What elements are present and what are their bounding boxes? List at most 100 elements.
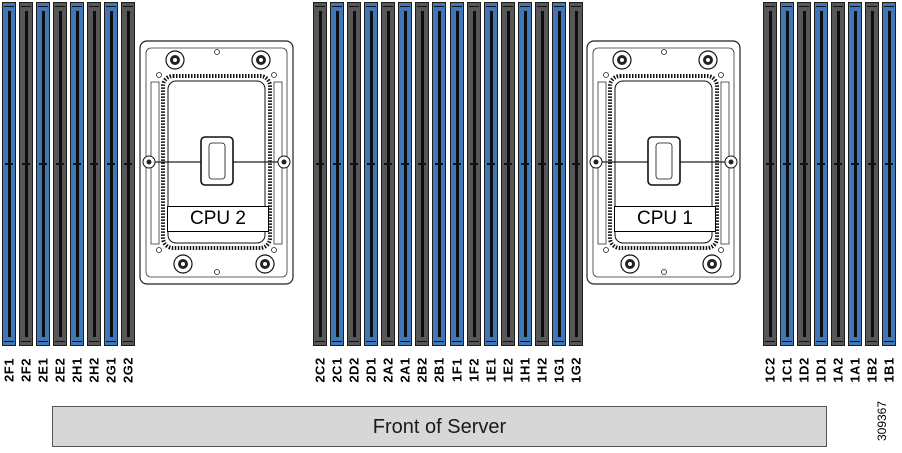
dimm-label-text: 1D1 [813, 357, 829, 383]
dimm-slot-2f2 [19, 2, 33, 346]
dimm-label-1a2: 1A2 [830, 352, 846, 388]
dimm-label-2d2: 2D2 [346, 352, 362, 388]
dimm-slot-2e1 [36, 2, 50, 346]
dimm-label-1g1: 1G1 [551, 352, 567, 388]
dimm-slot-2e2 [53, 2, 67, 346]
dimm-label-text: 1A2 [830, 357, 846, 383]
dimm-slot-2g2 [121, 2, 135, 346]
dimm-slot-1h2 [535, 2, 549, 346]
dimm-slot-1c1 [780, 2, 794, 346]
dimm-label-1e2: 1E2 [500, 352, 516, 388]
dimm-slot-1a1 [848, 2, 862, 346]
figure-number-text: 309367 [875, 400, 889, 442]
dimm-label-text: 1C1 [779, 357, 795, 383]
dimm-label-2b1: 2B1 [432, 352, 447, 388]
dimm-label-text: 2F2 [18, 358, 34, 382]
dimm-label-1a1: 1A1 [847, 352, 863, 388]
dimm-slot-2a1 [398, 2, 412, 346]
dimm-label-text: 1B2 [864, 357, 880, 383]
dimm-label-text: 1D2 [796, 357, 812, 383]
dimm-label-text: 2H1 [69, 357, 85, 383]
dimm-slot-2d2 [347, 2, 361, 346]
cpu-1-label: CPU 1 [614, 206, 716, 232]
cpu-socket-icon [586, 40, 741, 285]
dimm-slot-1d1 [814, 2, 828, 346]
dimm-label-2c2: 2C2 [312, 352, 328, 388]
dimm-label-text: 2D1 [363, 357, 379, 383]
dimm-slot-1c2 [763, 2, 777, 346]
dimm-label-2a1: 2A1 [397, 352, 413, 388]
dimm-label-1h2: 1H2 [534, 352, 550, 388]
cpu-2-label: CPU 2 [167, 206, 269, 232]
dimm-label-text: 2D2 [346, 357, 362, 383]
dimm-slot-1f2 [467, 2, 481, 346]
cpu-socket-icon [139, 40, 294, 285]
dimm-label-2c1: 2C1 [329, 352, 345, 388]
dimm-slot-2b2 [415, 2, 429, 346]
dimm-label-text: 1G2 [568, 356, 584, 384]
dimm-slot-2d1 [364, 2, 378, 346]
dimm-slot-2f1 [2, 2, 16, 346]
dimm-slot-1e1 [484, 2, 498, 346]
dimm-label-text: 2C1 [329, 357, 345, 383]
dimm-label-1f1: 1F1 [449, 352, 465, 388]
dimm-label-text: 2B2 [414, 357, 430, 383]
dimm-label-2f2: 2F2 [18, 352, 34, 388]
dimm-slot-2a2 [381, 2, 395, 346]
dimm-slot-2b1 [432, 2, 446, 346]
dimm-label-2h2: 2H2 [86, 352, 102, 388]
dimm-slot-1h1 [518, 2, 532, 346]
dimm-label-1c1: 1C1 [779, 352, 795, 388]
figure-number: 309367 [872, 392, 892, 450]
dimm-label-text: 1G1 [551, 356, 567, 384]
dimm-label-text: 2H2 [86, 357, 102, 383]
dimm-label-2e2: 2E2 [52, 352, 68, 388]
dimm-slot-2h2 [87, 2, 101, 346]
dimm-label-1f2: 1F2 [466, 352, 482, 388]
dimm-label-text: 2G1 [103, 356, 119, 384]
dimm-label-text: 1E2 [500, 357, 516, 383]
dimm-label-text: 1H1 [517, 357, 533, 383]
dimm-slot-2h1 [70, 2, 84, 346]
dimm-label-text: 2E2 [52, 357, 68, 383]
cpu-2-socket: CPU 2 [139, 40, 294, 285]
dimm-label-2g1: 2G1 [103, 352, 119, 388]
dimm-label-text: 2C2 [312, 357, 328, 383]
dimm-label-text: 2A1 [397, 357, 413, 383]
dimm-label-text: 1C2 [762, 357, 778, 383]
dimm-slot-1b1 [882, 2, 896, 346]
dimm-slot-1d2 [797, 2, 811, 346]
dimm-slot-1g1 [552, 2, 566, 346]
front-of-server-panel: Front of Server [52, 406, 827, 447]
dimm-label-1c2: 1C2 [762, 352, 778, 388]
dimm-slot-1g2 [569, 2, 583, 346]
dimm-label-2h1: 2H1 [69, 352, 85, 388]
dimm-label-2d1: 2D1 [363, 352, 379, 388]
dimm-label-2b2: 2B2 [414, 352, 430, 388]
dimm-label-text: 2F1 [1, 358, 17, 382]
dimm-label-1d1: 1D1 [813, 352, 829, 388]
dimm-label-1b2: 1B2 [864, 352, 880, 388]
dimm-label-2g2: 2G2 [120, 352, 136, 388]
cpu-1-socket: CPU 1 [586, 40, 741, 285]
dimm-label-text: 1E1 [483, 357, 499, 383]
dimm-slot-1a2 [831, 2, 845, 346]
dimm-slot-2c1 [330, 2, 344, 346]
dimm-label-text: 2G2 [120, 356, 136, 384]
dimm-label-text: 1F1 [449, 358, 465, 382]
dimm-label-text: 1F2 [466, 358, 482, 382]
dimm-label-2e1: 2E1 [36, 352, 51, 388]
dimm-label-text: 1B1 [881, 357, 897, 383]
dimm-label-2f1: 2F1 [1, 352, 17, 388]
dimm-slot-2g1 [104, 2, 118, 346]
dimm-label-2a2: 2A2 [380, 352, 396, 388]
dimm-label-text: 1A1 [847, 357, 863, 383]
dimm-label-1h1: 1H1 [517, 352, 533, 388]
dimm-label-1e1: 1E1 [483, 352, 499, 388]
dimm-slot-1b2 [865, 2, 879, 346]
dimm-label-text: 2A2 [380, 357, 396, 383]
dimm-label-1d2: 1D2 [796, 352, 812, 388]
dimm-slot-2c2 [313, 2, 327, 346]
dimm-label-text: 1H2 [534, 357, 550, 383]
